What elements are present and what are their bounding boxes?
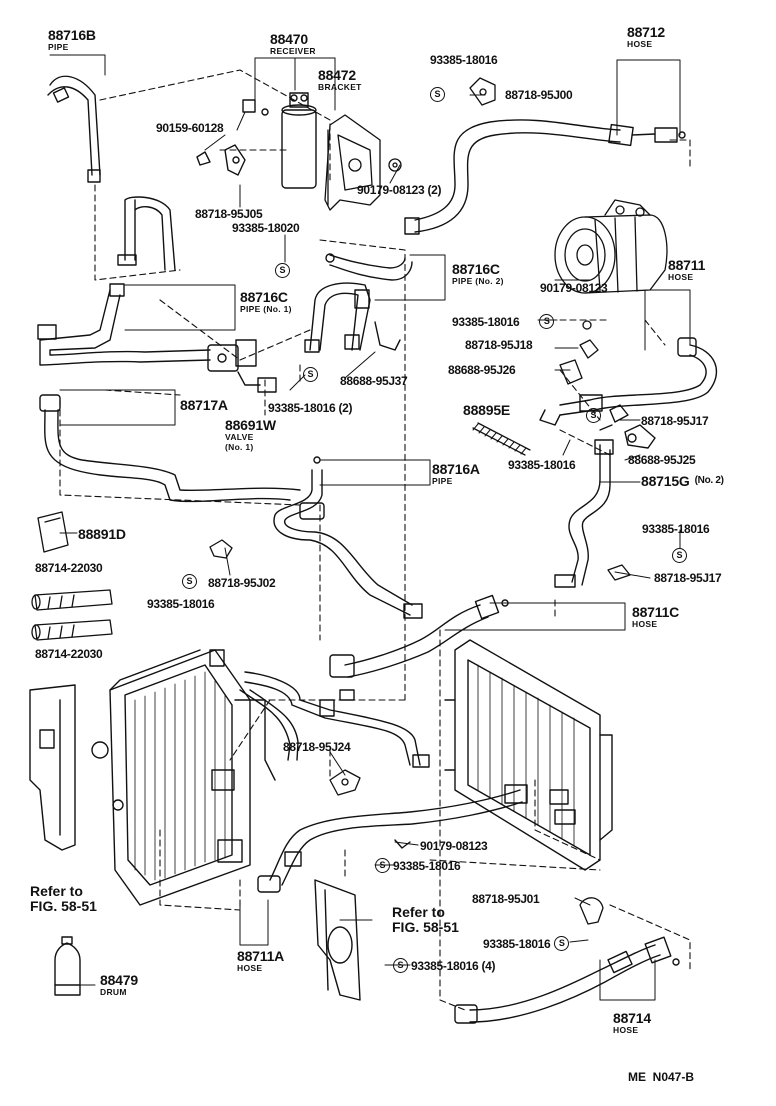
label-88718-95J05: 88718-95J05 xyxy=(195,207,263,221)
clamp-88718-95J01 xyxy=(579,897,604,925)
clamps-right xyxy=(559,320,631,581)
label-90159-60128: 90159-60128 xyxy=(156,121,224,135)
clamp-88718-95J24 xyxy=(329,769,361,796)
receiver-88470 xyxy=(196,92,317,189)
label-88714-22030-b: 88714-22030 xyxy=(35,647,103,661)
pipe-88716B xyxy=(47,75,176,271)
label-88691W: 88691W VALVE (No. 1) xyxy=(225,417,276,452)
shield-middle xyxy=(314,879,361,1001)
label-88688-95J37: 88688-95J37 xyxy=(340,374,408,388)
drum-88479 xyxy=(54,936,81,996)
label-93385-r2: 93385-18016 xyxy=(508,458,576,472)
figure-code: ME N047-B xyxy=(628,1070,695,1084)
label-88891D: 88891D xyxy=(78,526,126,542)
s-mark-top: S xyxy=(430,87,448,103)
label-88718-95J00: 88718-95J00 xyxy=(505,88,573,102)
shield-left xyxy=(29,684,76,851)
label-90179-08123-mid: 90179-08123 xyxy=(540,281,608,295)
s-mark-r3: S xyxy=(672,548,690,564)
spring-88895E xyxy=(472,422,531,456)
clamp-88718-95J00 xyxy=(469,77,496,106)
s-mark-left: S xyxy=(182,574,200,590)
dashed-assembly-lines xyxy=(59,69,691,1011)
label-88718-95J01: 88718-95J01 xyxy=(472,892,540,906)
label-88688-95J26: 88688-95J26 xyxy=(448,363,516,377)
label-90179-08123-low: 90179-08123 xyxy=(420,839,488,853)
hose-88711 xyxy=(559,337,718,416)
label-88714-22030-a: 88714-22030 xyxy=(35,561,103,575)
tubes-88714-22030 xyxy=(31,589,113,641)
clamp-88718-95J02 xyxy=(209,539,233,559)
pipe-88716C-no1 xyxy=(37,283,211,366)
s-mark-18020: S xyxy=(275,263,293,279)
label-88718-95J17-b: 88718-95J17 xyxy=(654,571,722,585)
label-88718-95J02: 88718-95J02 xyxy=(208,576,276,590)
label-93385-2: 93385-18016 (2) xyxy=(268,401,353,415)
label-90179-08123-2: 90179-08123 (2) xyxy=(357,183,442,197)
compressor xyxy=(554,199,668,294)
label-93385-top: 93385-18016 xyxy=(430,53,498,67)
label-88718-95J24: 88718-95J24 xyxy=(283,740,351,754)
valve-88691W xyxy=(207,339,277,393)
label-93385-r3: 93385-18016 xyxy=(642,522,710,536)
label-93385-left: 93385-18016 xyxy=(147,597,215,611)
s-mark-j17: S xyxy=(586,408,604,424)
hose-88717A xyxy=(39,394,301,503)
hose-88711C xyxy=(209,594,509,678)
label-93385-18020: 93385-18020 xyxy=(232,221,300,235)
hose-88712 xyxy=(404,119,686,235)
hose-88711A xyxy=(257,784,528,893)
label-88895E: 88895E xyxy=(463,402,511,418)
pad-88891D xyxy=(37,511,69,553)
s-mark-2: S xyxy=(303,367,321,383)
label-88717A: 88717A xyxy=(180,397,228,413)
label-88715G: 88715G(No. 2) xyxy=(641,473,724,489)
bracket-88472 xyxy=(324,114,402,211)
hose-88714 xyxy=(454,936,680,1024)
label-88718-95J17-a: 88718-95J17 xyxy=(641,414,709,428)
hose-88715G xyxy=(539,404,656,588)
condenser-left xyxy=(91,649,276,906)
lower-pipes xyxy=(239,671,430,768)
condenser-right xyxy=(444,639,613,871)
label-88688-95J25: 88688-95J25 xyxy=(628,453,696,467)
label-88718-95J18: 88718-95J18 xyxy=(465,338,533,352)
pipe-88716A xyxy=(273,456,423,619)
pipe-88716C-no2 xyxy=(304,253,413,353)
